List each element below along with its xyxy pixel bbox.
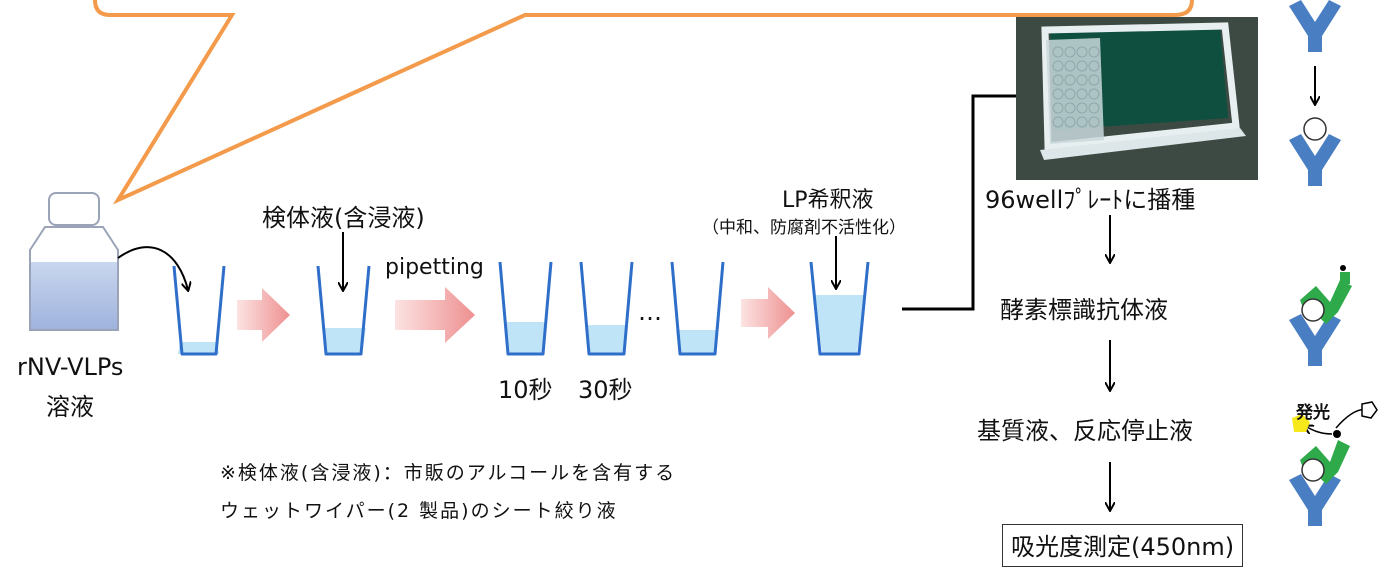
enzyme-antibody-icon (1289, 265, 1352, 366)
cup-4 (579, 261, 634, 356)
bottle-icon (29, 192, 119, 331)
time-label-30s: 30秒 (578, 376, 633, 404)
diluent-label: LP希釈液 (782, 188, 874, 213)
source-label-line1: rNV-VLPs (17, 353, 124, 381)
note-line1: ※検体液(含浸液)：市販のアルコールを含有する (220, 462, 677, 484)
step-measure-label: 吸光度測定(450nm) (1002, 524, 1244, 567)
antibody-antigen-icon (1289, 117, 1341, 186)
step-antibody-label: 酵素標識抗体液 (1000, 296, 1168, 324)
emission-label: 発光 (1296, 403, 1330, 423)
note-line2: ウェットワイパー(2 製品)のシート絞り液 (220, 500, 618, 522)
pour-arrow (117, 246, 188, 290)
step-substrate-label: 基質液、反応停止液 (977, 417, 1193, 445)
pipetting-arrow (395, 287, 475, 343)
source-label-line2: 溶液 (46, 393, 94, 421)
callout-bubble (93, 0, 1194, 205)
substrate-reaction-icon (1289, 401, 1378, 526)
cup-6 (809, 261, 870, 356)
antibody-icon (1289, 0, 1341, 52)
cup-2 (316, 265, 371, 356)
diluent-sublabel: （中和、防腐剤不活性化） (702, 218, 906, 238)
plate-photo (1016, 17, 1258, 180)
process-arrow (741, 287, 795, 339)
cup-1 (172, 265, 226, 356)
sample-label: 検体液(含浸液) (262, 204, 425, 232)
ellipsis: … (638, 298, 662, 326)
time-label-10s: 10秒 (498, 376, 553, 404)
pipetting-label: pipetting (385, 255, 484, 280)
process-arrow (237, 288, 290, 342)
cup-5 (670, 261, 725, 356)
transfer-connector (902, 96, 1055, 311)
step-plate-label: 96wellﾌﾟﾚｰﾄに播種 (985, 186, 1196, 214)
cup-3 (498, 261, 553, 356)
